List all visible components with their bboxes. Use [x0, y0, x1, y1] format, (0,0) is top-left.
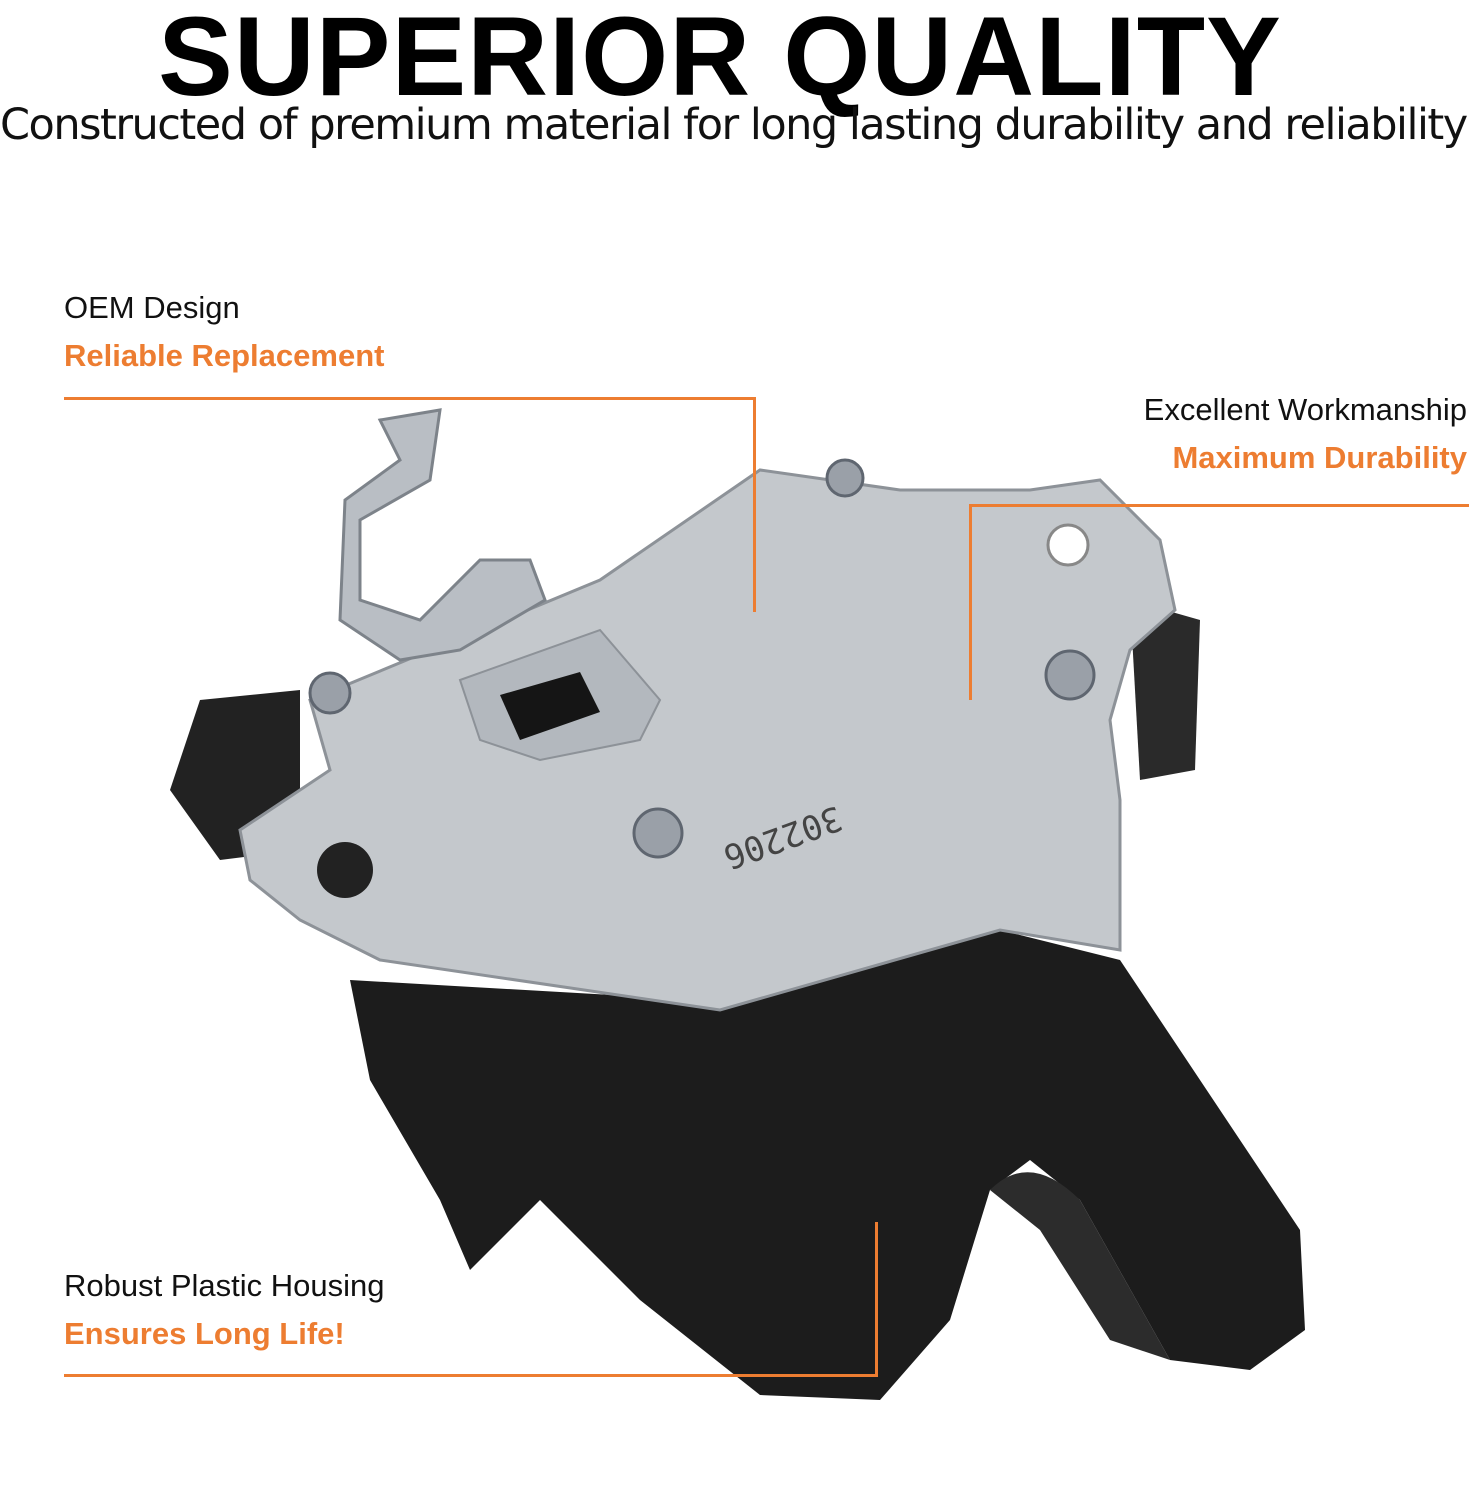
callout-line [969, 504, 1469, 507]
callout-heading: Excellent Workmanship [1143, 392, 1467, 427]
callout-line [969, 504, 972, 700]
page-title: SUPERIOR QUALITY [158, 0, 1282, 119]
callout-plastic-housing: Robust Plastic Housing Ensures Long Life… [64, 1268, 385, 1352]
mount-hole [317, 842, 373, 898]
release-lever [338, 408, 547, 662]
callout-line [64, 397, 756, 400]
callout-oem-design: OEM Design Reliable Replacement [64, 290, 384, 374]
callout-line [875, 1222, 878, 1377]
callout-workmanship: Excellent Workmanship Maximum Durability [1144, 392, 1467, 476]
mount-hole [1046, 523, 1090, 567]
callout-highlight: Reliable Replacement [64, 338, 385, 373]
square-hole [500, 672, 600, 740]
callout-heading: OEM Design [64, 290, 240, 325]
screw-icon [308, 458, 1096, 859]
page-subtitle: Constructed of premium material for long… [0, 100, 1468, 150]
metal-plate [238, 468, 1177, 1012]
callout-heading: Robust Plastic Housing [64, 1268, 385, 1303]
callout-highlight: Ensures Long Life! [64, 1316, 345, 1351]
callout-highlight: Maximum Durability [1172, 440, 1467, 475]
callout-line [64, 1374, 878, 1377]
callout-line [753, 397, 756, 612]
plastic-housing [350, 930, 1305, 1400]
